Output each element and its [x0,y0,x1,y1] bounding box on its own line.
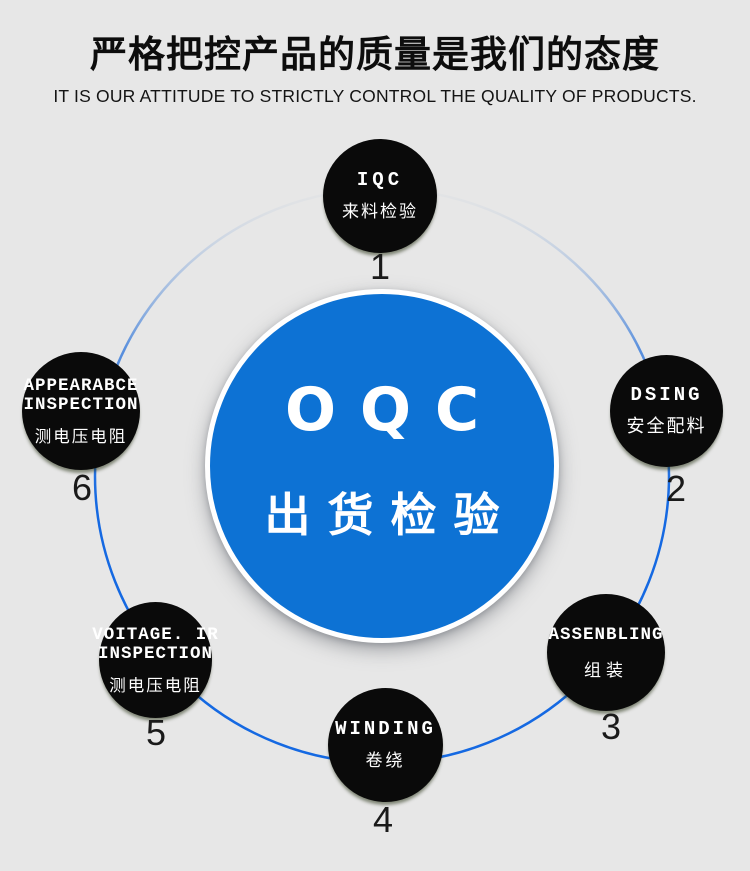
step-zh-label: 安全配料 [626,416,707,437]
page-title: 严格把控产品的质量是我们的态度 [90,33,660,76]
step-number-6: 6 [71,467,93,508]
step-circle-winding: WINDING 卷绕 [328,688,443,802]
step-zh-label: 卷绕 [365,751,406,771]
step-zh-label: 测电压电阻 [34,426,128,446]
oqc-center-circle: OQC 出货检验 [205,289,559,643]
step-circle-appearance-inspection: APPEARABCE INSPECTION 测电压电阻 [22,352,140,470]
step-en-label: IQC [356,169,404,191]
step-en-label: INSPECTION [23,394,139,415]
step-number-3: 3 [600,706,622,747]
step-number-2: 2 [665,468,687,509]
step-en-label: DSING [630,384,703,406]
step-en-label: APPEARABCE [23,375,139,396]
step-circle-dsing: DSING 安全配料 [610,355,723,467]
step-circle-voltage-inspection: VOITAGE. IR INSPECTION 测电压电阻 [92,602,218,718]
oqc-abbr: OQC [284,375,504,445]
step-circle-iqc: IQC 来料检验 [323,139,437,253]
oqc-label: 出货检验 [264,488,517,542]
step-number-1: 1 [369,246,391,287]
step-en-label: VOITAGE. IR [92,624,219,645]
step-en-label: INSPECTION [97,643,214,664]
step-en-label: WINDING [335,718,436,740]
step-number-4: 4 [372,799,394,840]
step-number-5: 5 [145,712,167,753]
page-subtitle: IT IS OUR ATTITUDE TO STRICTLY CONTROL T… [53,86,697,106]
step-zh-label: 组装 [584,660,628,681]
step-zh-label: 来料检验 [342,202,418,222]
step-circle-assenbling: ASSENBLING 组装 [547,594,665,711]
step-zh-label: 测电压电阻 [109,675,202,695]
step-en-label: ASSENBLING [548,624,664,645]
